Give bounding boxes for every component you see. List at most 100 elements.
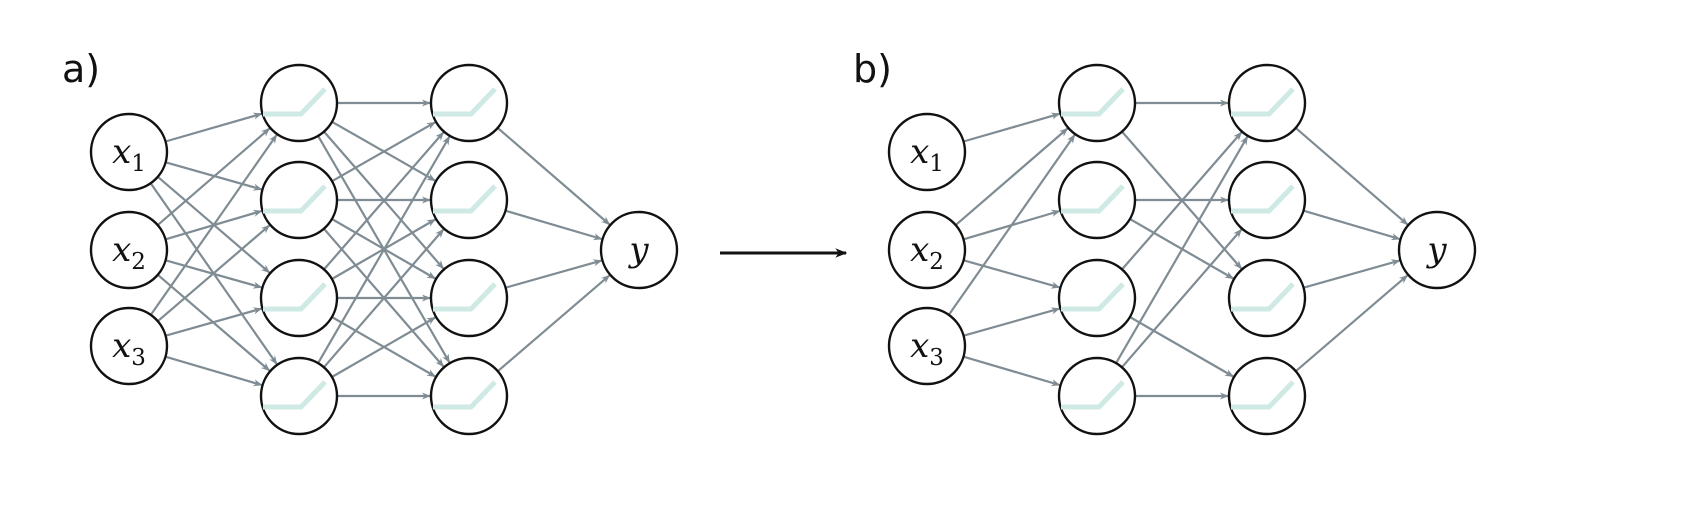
node-circle [1227,63,1307,143]
hidden-node [259,356,339,436]
connection-edge [505,209,603,241]
connection-edge [323,131,445,271]
node-circle [259,356,339,436]
node-variable-label: y [627,230,649,270]
relu-icon [433,184,497,214]
variable-symbol: x [910,326,929,366]
node-circle [429,258,509,338]
connection-edge [947,134,1076,316]
variable-symbol: x [112,132,131,172]
connection-edge [331,121,436,183]
relu-icon [1061,380,1125,410]
variable-symbol: x [910,132,929,172]
relu-icon [1231,282,1295,312]
relu-icon [263,87,327,117]
connection-edge [165,112,263,143]
input-node: x3 [89,306,169,386]
connection-edge [1294,127,1409,226]
hidden-node [1227,63,1307,143]
connection-edge [165,307,263,337]
hidden-node [1227,258,1307,338]
connection-edge [149,134,278,316]
hidden-node [259,160,339,240]
node-circle [1227,258,1307,338]
connection-edge [157,224,271,323]
hidden-node [429,160,509,240]
node-variable-label: y [1425,230,1447,270]
connection-edge [323,228,445,369]
connection-edge [963,355,1061,387]
connection-edge [1121,131,1243,271]
input-node: x1 [89,112,169,192]
node-circle [887,306,967,386]
input-node: x2 [887,210,967,290]
variable-symbol: y [1425,230,1447,270]
node-circle [89,210,169,290]
node-circle [259,63,339,143]
edge-group [947,99,1409,400]
node-circle [1057,63,1137,143]
hidden-node [1227,356,1307,436]
input-node: x2 [89,210,169,290]
connection-edge [963,307,1061,337]
variable-subscript: 3 [929,345,944,371]
variable-subscript: 1 [929,151,944,177]
connection-edge [496,127,611,226]
node-circle [1057,258,1137,338]
panel-label: b) [853,47,892,91]
node-circle [429,160,509,240]
variable-subscript: 3 [131,345,146,371]
node-circle [1057,356,1137,436]
relu-icon [433,380,497,410]
node-circle [1227,356,1307,436]
edge-group [149,99,611,400]
node-variable-label: x3 [910,326,944,371]
node-circle [259,160,339,240]
connection-edge [156,127,271,226]
relu-icon [1061,282,1125,312]
node-circle [887,210,967,290]
connection-edge [331,316,436,378]
connection-edge [1303,259,1401,289]
hidden-node [429,356,509,436]
node-circle [1057,160,1137,240]
node-circle [89,112,169,192]
panel-label: a) [62,47,100,91]
node-circle [599,210,679,290]
relu-icon [1061,184,1125,214]
connection-edge [165,355,263,387]
output-node: y [599,210,679,290]
node-circle [429,356,509,436]
hidden-node [259,258,339,338]
connection-edge [1115,135,1249,364]
node-variable-label: x2 [112,230,146,275]
variable-subscript: 1 [131,151,146,177]
relu-icon [263,282,327,312]
variable-symbol: x [112,230,131,270]
connection-edge [1295,274,1409,373]
node-circle [259,258,339,338]
hidden-node [429,258,509,338]
input-node: x1 [887,112,967,192]
hidden-node [429,63,509,143]
hidden-node [259,63,339,143]
relu-icon [1231,87,1295,117]
hidden-node [1057,63,1137,143]
connection-edge [954,127,1069,226]
node-circle [1397,210,1477,290]
input-node: x3 [887,306,967,386]
connection-edge [963,259,1061,289]
variable-symbol: y [627,230,649,270]
relu-icon [263,380,327,410]
relu-icon [1231,184,1295,214]
hidden-node [1057,258,1137,338]
node-circle [429,63,509,143]
node-variable-label: x2 [910,230,944,275]
node-variable-label: x1 [910,132,944,177]
hidden-node [1227,160,1307,240]
connection-edge [497,274,611,373]
node-variable-label: x3 [112,326,146,371]
